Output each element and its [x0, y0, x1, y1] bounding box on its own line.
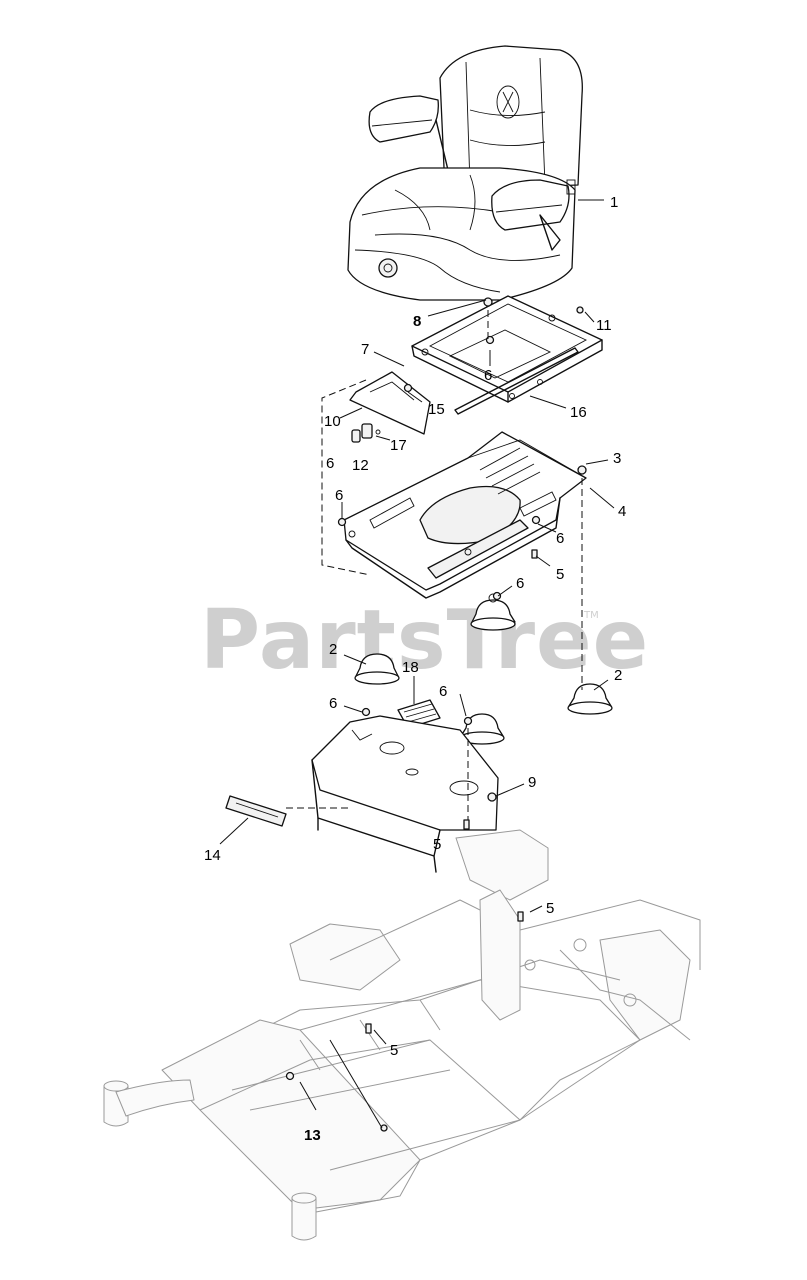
seat-base-plate[interactable]: [343, 431, 587, 599]
callout-1: 1: [610, 194, 618, 211]
callout-6: 6: [484, 367, 492, 384]
callout-8: 8: [413, 313, 421, 330]
callout-18: 18: [402, 659, 419, 676]
callout-6: 6: [326, 455, 334, 472]
callout-5: 5: [433, 836, 441, 853]
callout-13: 13: [304, 1127, 321, 1144]
isolator-right[interactable]: [567, 683, 613, 715]
callout-2: 2: [329, 641, 337, 658]
callout-5: 5: [390, 1042, 398, 1059]
callout-9: 9: [528, 774, 536, 791]
callout-14: 14: [204, 847, 221, 864]
callout-6: 6: [329, 695, 337, 712]
callout-7: 7: [361, 341, 369, 358]
seat-slide-plate[interactable]: [411, 295, 603, 403]
mower-frame: [103, 829, 701, 1241]
leader-lines: [219, 199, 615, 1129]
seat-assembly[interactable]: [347, 45, 583, 301]
latch-hardware[interactable]: [351, 423, 381, 443]
callout-6: 6: [556, 530, 564, 547]
isolator-center[interactable]: [470, 593, 516, 631]
watermark: PartsTree TM: [200, 593, 649, 688]
callout-17: 17: [390, 437, 407, 454]
callout-12: 12: [352, 457, 369, 474]
slide-rail[interactable]: [454, 347, 579, 415]
watermark-trademark: TM: [583, 610, 599, 621]
callout-15: 15: [428, 401, 445, 418]
callout-3: 3: [613, 450, 621, 467]
isolator-left[interactable]: [354, 653, 400, 685]
watermark-text: PartsTree: [200, 593, 649, 688]
callout-6: 6: [516, 575, 524, 592]
callout-5: 5: [556, 566, 564, 583]
callout-10: 10: [324, 413, 341, 430]
callout-6: 6: [439, 683, 447, 700]
callout-11: 11: [596, 317, 612, 334]
emblem[interactable]: [225, 795, 287, 827]
callout-16: 16: [570, 404, 587, 421]
fasteners: [285, 297, 587, 1132]
callout-2: 2: [614, 667, 622, 684]
callout-4: 4: [618, 503, 626, 520]
callout-6: 6: [335, 487, 343, 504]
seat-shroud[interactable]: [311, 715, 499, 873]
callout-5: 5: [546, 900, 554, 917]
callout-labels: 1 8 11 7 6 15 16 10 17 6 12 3 4 6 6 5 6 …: [204, 194, 626, 1144]
